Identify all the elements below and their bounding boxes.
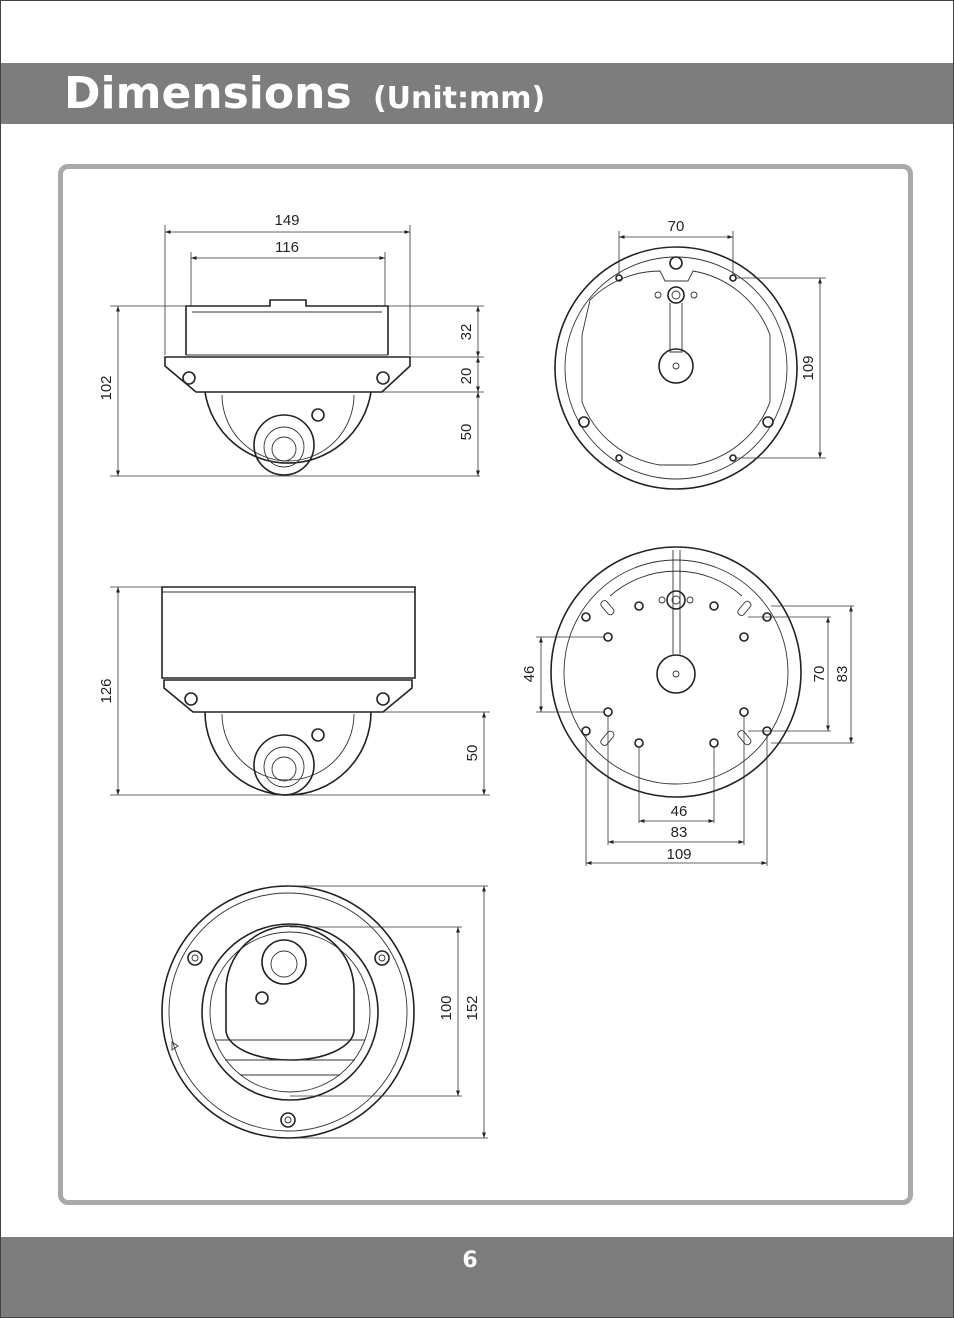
dim-outer-diameter: 152 xyxy=(464,995,481,1020)
screw-icon xyxy=(280,1112,296,1128)
screw-icon xyxy=(374,950,390,966)
dim-height-total: 102 xyxy=(98,375,115,400)
top-mount-plate: 70 109 xyxy=(554,218,826,490)
dim-height-dome: 50 xyxy=(458,424,475,441)
lens-icon xyxy=(253,734,315,796)
title-unit: (Unit:mm) xyxy=(372,81,546,116)
bottom-view: 100 152 xyxy=(161,885,488,1139)
dim-height-flange: 20 xyxy=(458,368,475,385)
triangle-mark-icon xyxy=(171,1041,179,1051)
dim-right-outer: 83 xyxy=(834,666,851,683)
screw-icon xyxy=(376,371,390,385)
dim-hole-spacing-v: 109 xyxy=(800,355,817,380)
lens-icon xyxy=(253,414,315,476)
dim-right-inner: 70 xyxy=(811,666,828,683)
dim-hole-spacing-h: 70 xyxy=(668,218,685,235)
dim-box-height-total: 126 xyxy=(98,678,115,703)
screw-icon xyxy=(376,692,390,706)
side-view-surface: 149 116 102 32 20 50 xyxy=(98,212,484,477)
dim-height-box: 32 xyxy=(458,324,475,341)
screw-icon xyxy=(182,371,196,385)
dim-bottom-outer: 109 xyxy=(666,846,691,863)
footer-band xyxy=(1,1237,953,1317)
page-number: 6 xyxy=(462,1248,478,1273)
dim-width-inner: 116 xyxy=(275,239,299,256)
page-title: Dimensions (Unit:mm) xyxy=(64,66,545,127)
dim-left-spacing: 46 xyxy=(521,666,538,683)
screw-icon xyxy=(187,950,203,966)
dim-bottom-inner: 46 xyxy=(671,803,688,820)
screw-icon xyxy=(184,692,198,706)
box-bottom-view: 46 70 83 46 83 109 xyxy=(521,546,854,866)
dim-width-outer: 149 xyxy=(274,212,299,229)
side-view-box: 126 50 xyxy=(98,586,490,796)
header-band xyxy=(1,63,953,124)
dim-box-height-dome: 50 xyxy=(464,745,481,762)
dim-inner-diameter: 100 xyxy=(438,995,455,1020)
lens-icon xyxy=(261,939,307,985)
dim-bottom-mid: 83 xyxy=(671,824,688,841)
title-text: Dimensions xyxy=(64,68,352,119)
